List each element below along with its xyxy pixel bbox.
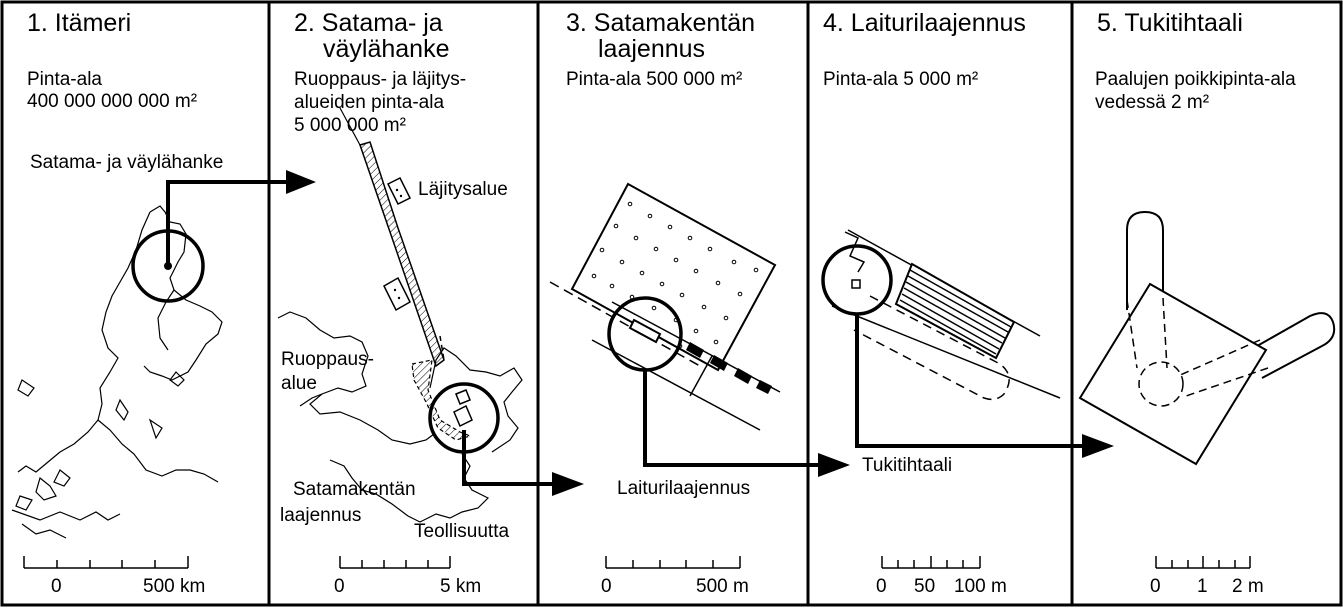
pile-vertical xyxy=(1126,210,1164,298)
panel-5-scale-bar: 0 1 2 m xyxy=(1150,556,1264,597)
quay-line xyxy=(591,339,761,431)
pile-diagonal xyxy=(1249,312,1336,379)
panel-2-scale-zero: 0 xyxy=(334,576,345,597)
arrow-to-panel-3 xyxy=(552,472,584,496)
quay-boundary xyxy=(689,355,713,397)
port-field-extension xyxy=(570,182,777,372)
panel-1-scale-zero: 0 xyxy=(51,576,62,597)
quay-deck-planks xyxy=(899,269,1012,355)
port-structure xyxy=(453,404,473,428)
panel-5-info-line-2: vedessä 2 m² xyxy=(1095,92,1209,113)
panel-5-title: 5. Tukitihtaali xyxy=(1097,9,1243,37)
panel-5-scale-mid: 1 xyxy=(1197,576,1208,597)
panel-2-title-line-2: väylähanke xyxy=(323,35,449,63)
panel-1-scale-bar: 0 500 km xyxy=(23,556,205,597)
panel-4-quay-extension: 4. Laiturilaajennus Pinta-ala 5 000 m² T… xyxy=(821,9,1114,597)
disposal-area xyxy=(386,176,412,206)
label-port-extension-line-2: laajennus xyxy=(280,505,361,526)
panel-5-info-line-1: Paalujen poikkipinta-ala xyxy=(1095,69,1296,90)
panel-1-connector-line xyxy=(166,180,290,266)
panel-2-info-line-2: alueiden pinta-ala xyxy=(294,92,444,113)
label-dredging-area-line-1: Ruoppaus- xyxy=(281,349,374,370)
pile-marker xyxy=(851,279,861,289)
panel-3-scale-max: 500 m xyxy=(696,576,749,597)
label-disposal-area: Läjitysalue xyxy=(418,179,508,200)
port-structure xyxy=(455,389,471,405)
panel-3-title-line-1: 3. Satamakentän xyxy=(566,9,755,37)
support-pile-outline xyxy=(853,295,1010,401)
label-industry: Teollisuutta xyxy=(414,521,509,542)
channel-dash xyxy=(439,335,445,361)
panel-2-connector-line xyxy=(462,430,556,486)
panel-5-scale-max: 2 m xyxy=(1232,576,1264,597)
quay-extension-marker xyxy=(628,318,662,344)
panel-2-info-line-1: Ruoppaus- ja läjitys- xyxy=(294,69,466,90)
dredging-area-hatch xyxy=(411,359,472,441)
label-support-pile: Tukitihtaali xyxy=(862,455,952,476)
pile-cap xyxy=(1078,282,1268,466)
quay-deck xyxy=(894,262,1016,360)
panel-5-scale-zero: 0 xyxy=(1150,576,1161,597)
pile-hidden-outline xyxy=(1126,297,1269,407)
panel-4-area: Pinta-ala 5 000 m² xyxy=(823,69,978,90)
panel-2-title-line-1: 2. Satama- ja xyxy=(294,9,443,37)
panel-3-connector-line xyxy=(643,370,822,467)
arrow-to-panel-5 xyxy=(1082,434,1114,458)
panel-1-area-value: 400 000 000 000 m² xyxy=(27,91,197,112)
panel-3-scale-zero: 0 xyxy=(601,576,612,597)
panel-3-area: Pinta-ala 500 000 m² xyxy=(566,69,742,90)
quay-segments xyxy=(686,342,772,394)
dredging-channel xyxy=(359,141,445,368)
panel-4-scale-max: 100 m xyxy=(954,576,1007,597)
arrow-to-panel-2 xyxy=(286,170,316,194)
panel-1-baltic-sea: 1. Itämeri Pinta-ala 400 000 000 000 m² … xyxy=(11,9,316,597)
panel-5-support-pile: 5. Tukitihtaali Paalujen poikkipinta-ala… xyxy=(1078,9,1336,597)
panel-3-scale-bar: 0 500 m xyxy=(601,556,749,597)
panel-3-title-line-2: laajennus xyxy=(598,35,705,63)
panel-2-project: 2. Satama- ja väylähanke Ruoppaus- ja lä… xyxy=(277,9,584,597)
panel-4-scale-bar: 0 50 100 m xyxy=(876,556,1007,597)
channel-extension xyxy=(339,107,361,146)
panel-1-project-label: Satama- ja väylähanke xyxy=(30,152,223,173)
label-port-extension-line-1: Satamakentän xyxy=(293,479,416,500)
panel-4-scale-zero: 0 xyxy=(876,576,887,597)
panel-4-connector-line xyxy=(855,314,1086,448)
baltic-coastline xyxy=(11,205,223,539)
label-quay-extension: Laiturilaajennus xyxy=(617,478,750,499)
panel-3-port-field: 3. Satamakentän laajennus Pinta-ala 500 … xyxy=(549,9,850,597)
panel-1-area-label: Pinta-ala xyxy=(27,69,102,90)
structure-outline xyxy=(844,231,866,273)
panel-1-title: 1. Itämeri xyxy=(27,9,131,37)
label-dredging-area-line-2: alue xyxy=(281,373,317,394)
panel-4-scale-mid: 50 xyxy=(914,576,935,597)
panel-4-title: 4. Laiturilaajennus xyxy=(823,9,1026,37)
panel-2-scale-bar: 0 5 km xyxy=(334,556,481,597)
panel-1-scale-max: 500 km xyxy=(143,576,205,597)
arrow-to-panel-4 xyxy=(818,453,850,477)
disposal-area xyxy=(383,276,411,312)
panel-2-scale-max: 5 km xyxy=(440,576,481,597)
old-shoreline xyxy=(549,281,701,367)
quay-edge xyxy=(831,305,1061,399)
